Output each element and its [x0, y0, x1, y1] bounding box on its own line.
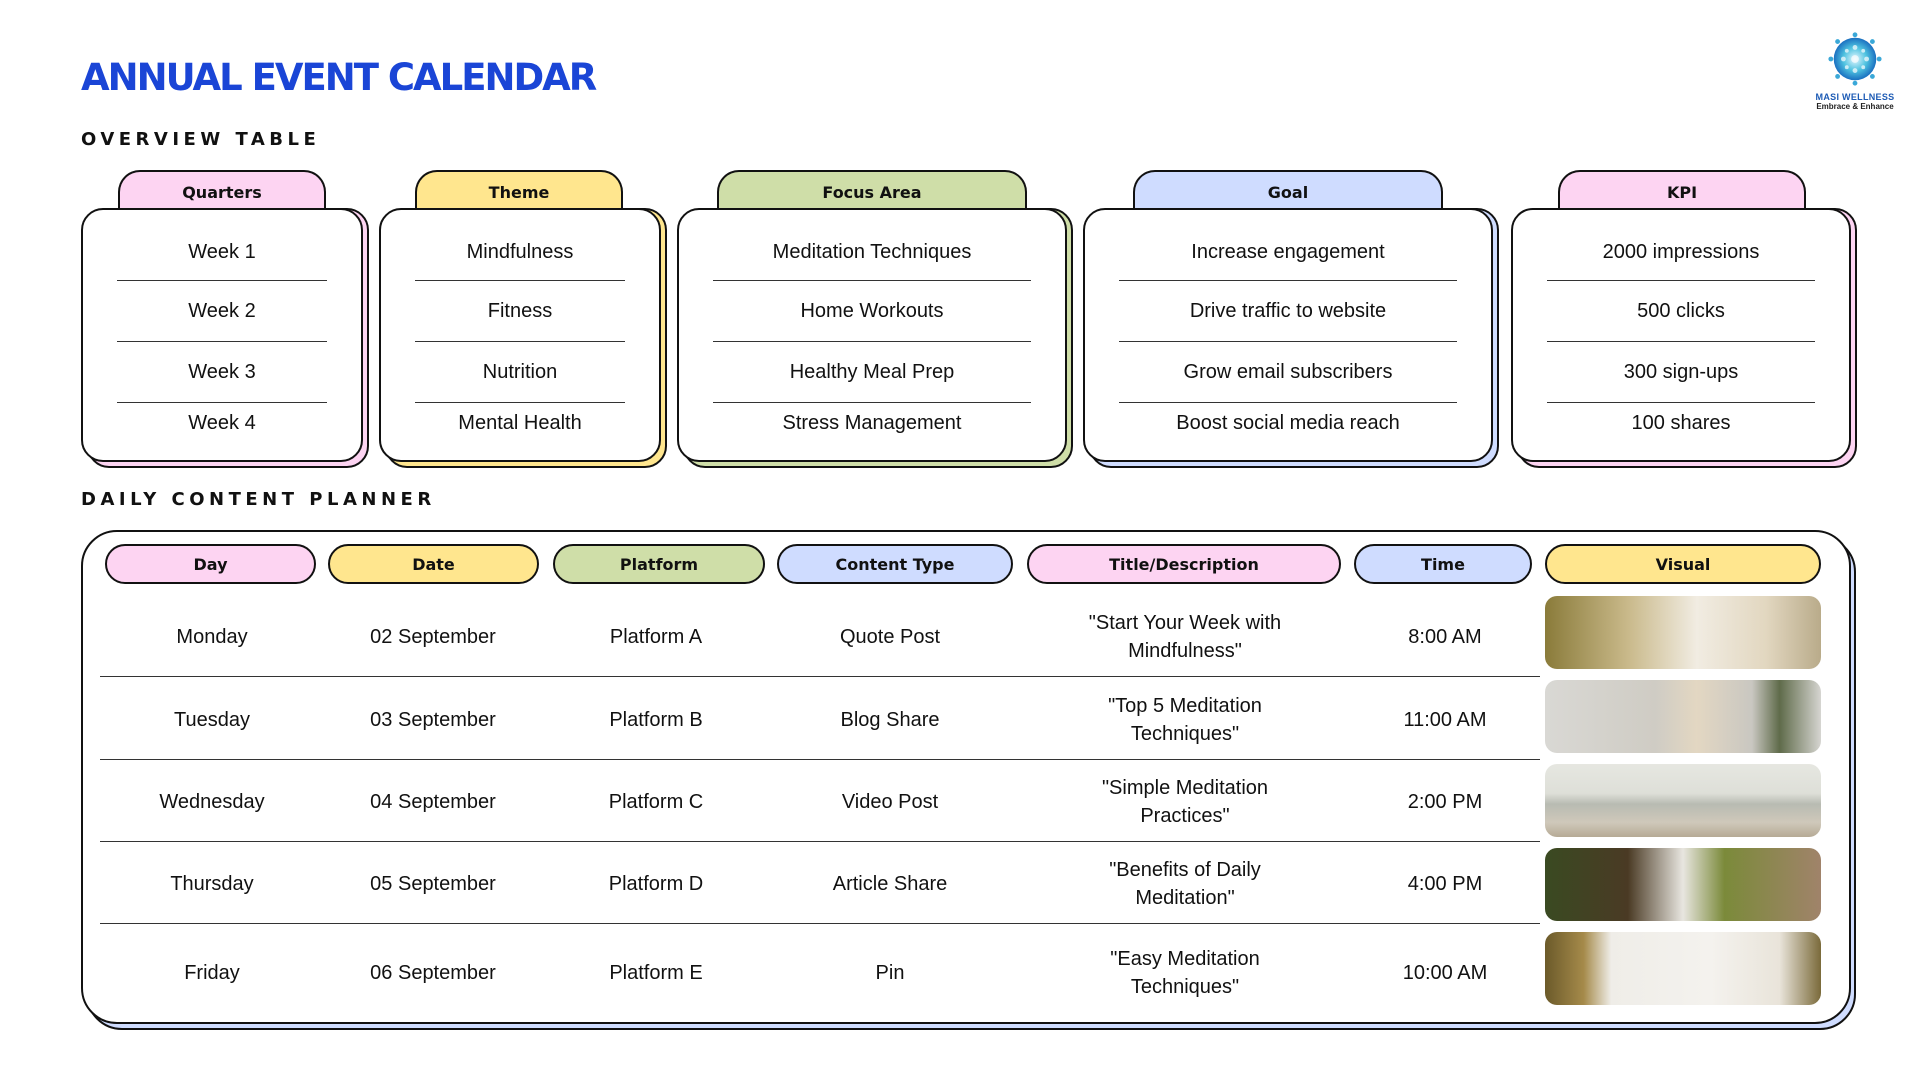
planner-section-label: DAILY CONTENT PLANNER	[81, 489, 436, 510]
column-header-date: Date	[328, 544, 539, 584]
cell-date: 04 September	[370, 790, 496, 813]
page-title: ANNUAL EVENT CALENDAR	[81, 56, 597, 99]
card-item: 500 clicks	[1547, 281, 1815, 342]
cell-content-type: Quote Post	[839, 625, 941, 648]
card-item: Grow email subscribers	[1119, 342, 1457, 403]
woman-breathing-outdoors-photo	[1545, 596, 1821, 669]
card-item: Week 1	[117, 224, 327, 281]
cell-day: Friday	[184, 962, 240, 984]
beach-stone-stacks-meditation-photo	[1545, 764, 1821, 837]
cell-day: Tuesday	[174, 708, 250, 731]
cell-time: 10:00 AM	[1402, 962, 1488, 984]
cell-day: Monday	[176, 625, 248, 648]
card-header-quarters: Quarters	[118, 170, 326, 212]
cell-time: 11:00 AM	[1403, 708, 1487, 731]
row-divider	[100, 840, 1540, 842]
card-item: Mindfulness	[415, 224, 625, 281]
cell-platform: Platform B	[609, 708, 703, 731]
card-header-theme: Theme	[415, 170, 623, 212]
planner-row: Thursday 05 September Platform D Article Sh…	[100, 843, 1540, 924]
card-item: 2000 impressions	[1547, 224, 1815, 281]
cell-platform: Platform A	[609, 625, 703, 648]
card-item: Fitness	[415, 281, 625, 342]
planner-row: Wednesday 04 September Platform C Video Pos…	[100, 761, 1540, 842]
card-item: Week 2	[117, 281, 327, 342]
cell-time: 8:00 AM	[1408, 625, 1482, 648]
card-item: Drive traffic to website	[1119, 281, 1457, 342]
cell-platform: Platform E	[609, 962, 703, 984]
card-item: Week 3	[117, 342, 327, 403]
card-item: Week 4	[188, 411, 256, 434]
cell-title: "Start Your Week with Mindfulness"	[1088, 611, 1282, 662]
row-divider	[100, 758, 1540, 760]
cell-platform: Platform D	[608, 872, 704, 895]
cell-title: "Top 5 Meditation Techniques"	[1108, 694, 1262, 745]
cell-title: "Easy Meditation Techniques"	[1110, 948, 1260, 998]
cell-content-type: Video Post	[841, 790, 939, 813]
row-divider	[100, 675, 1540, 677]
column-header-day: Day	[105, 544, 316, 584]
card-item: Nutrition	[415, 342, 625, 403]
cell-content-type: Article Share	[832, 872, 948, 895]
cell-day: Wednesday	[159, 790, 265, 813]
card-item: Increase engagement	[1119, 224, 1457, 281]
brand-logo: MASI WELLNESS Embrace & Enhance	[1800, 30, 1910, 125]
cell-platform: Platform C	[608, 790, 704, 813]
card-header-kpi: KPI	[1558, 170, 1806, 212]
card-header-focus-area: Focus Area	[717, 170, 1027, 212]
column-header-content-type: Content Type	[777, 544, 1013, 584]
cell-content-type: Pin	[875, 962, 905, 984]
riverside-meditation-photo	[1545, 848, 1821, 921]
card-item: Stress Management	[782, 411, 962, 434]
cell-time: 2:00 PM	[1407, 790, 1483, 813]
overview-section-label: OVERVIEW TABLE	[81, 129, 321, 150]
card-item: 100 shares	[1631, 411, 1731, 434]
logo-brand-name: MASI WELLNESS	[1815, 92, 1895, 102]
woman-relaxing-white-curtain-photo	[1545, 932, 1821, 1005]
column-header-title-description: Title/Description	[1027, 544, 1341, 584]
cell-title: "Benefits of Daily Meditation"	[1109, 858, 1261, 909]
cell-content-type: Blog Share	[840, 708, 940, 731]
two-women-meditating-photo	[1545, 680, 1821, 753]
card-item: Meditation Techniques	[713, 224, 1031, 281]
cell-date: 05 September	[370, 872, 496, 895]
card-item: 300 sign-ups	[1547, 342, 1815, 403]
column-header-visual: Visual	[1545, 544, 1821, 584]
planner-row: Friday 06 September Platform E Pin "Easy Med…	[100, 925, 1540, 1021]
cell-day: Thursday	[170, 872, 254, 895]
logo-tagline: Embrace & Enhance	[1816, 102, 1894, 111]
mandala-icon	[1828, 32, 1882, 86]
cell-date: 06 September	[370, 962, 496, 984]
planner-row: Tuesday 03 September Platform B Blog Share "…	[100, 679, 1540, 760]
column-header-time: Time	[1354, 544, 1532, 584]
cell-date: 02 September	[370, 625, 496, 648]
cell-time: 4:00 PM	[1407, 872, 1483, 895]
column-header-platform: Platform	[553, 544, 765, 584]
planner-row: Monday 02 September Platform A Quote Post "S…	[100, 596, 1540, 677]
card-header-goal: Goal	[1133, 170, 1443, 212]
row-divider	[100, 922, 1540, 924]
card-item: Boost social media reach	[1176, 411, 1400, 434]
card-item: Home Workouts	[713, 281, 1031, 342]
card-item: Healthy Meal Prep	[713, 342, 1031, 403]
cell-title: "Simple Meditation Practices"	[1101, 776, 1269, 827]
card-item: Mental Health	[458, 411, 582, 434]
cell-date: 03 September	[370, 708, 496, 731]
